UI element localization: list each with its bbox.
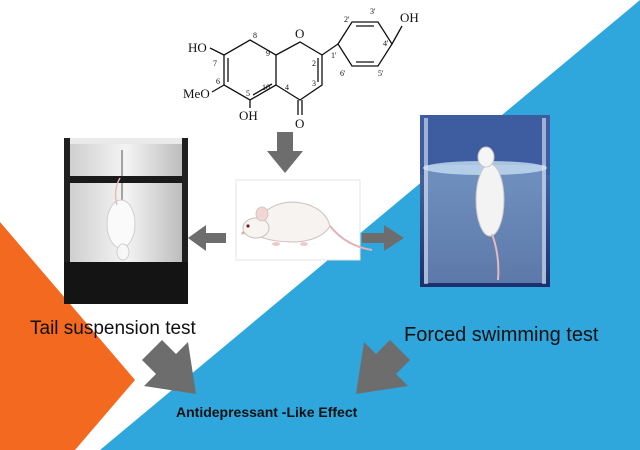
- atom-number: 5: [246, 89, 250, 98]
- chemical-structure: [209, 21, 403, 115]
- background-blue-triangle: [100, 0, 640, 450]
- carbonyl-oxygen: O: [295, 116, 304, 131]
- atom-number: 8: [253, 31, 257, 40]
- atom-number: 2: [312, 59, 316, 68]
- atom-number: 3: [312, 79, 316, 88]
- atom-number: 4: [285, 83, 289, 92]
- ring-oxygen: O: [295, 26, 304, 41]
- atom-number: 1': [331, 51, 337, 60]
- atom-number: 9: [266, 49, 270, 58]
- antidepressant-effect-label: Antidepressant -Like Effect: [176, 404, 358, 420]
- atom-number: 6': [340, 69, 346, 78]
- forced-swimming-label: Forced swimming test: [404, 324, 599, 346]
- mouse-photo: [235, 179, 373, 261]
- background-orange-triangle: [0, 222, 135, 450]
- oh-group-4-prime: OH: [400, 10, 419, 25]
- arrow-tail-suspension-to-effect: [142, 340, 196, 394]
- atom-number: 4': [383, 39, 389, 48]
- arrow-molecule-to-mouse: [267, 132, 303, 173]
- arrow-mouse-to-tail-suspension: [188, 225, 226, 251]
- arrow-mouse-to-forced-swimming: [362, 225, 404, 251]
- atom-number: 7: [213, 59, 217, 68]
- tail-suspension-label: Tail suspension test: [30, 318, 196, 339]
- atom-number: 2': [344, 15, 350, 24]
- atom-number: 3': [370, 7, 376, 16]
- atom-number: 6: [216, 77, 220, 86]
- forced-swimming-photo: [420, 115, 550, 287]
- atom-number: 5': [378, 69, 384, 78]
- arrow-forced-swimming-to-effect: [356, 340, 410, 394]
- ho-group-7: HO: [188, 40, 207, 55]
- oh-group-5: OH: [239, 108, 258, 123]
- meo-group-6: MeO: [183, 86, 210, 101]
- atom-number: 10: [262, 83, 270, 92]
- tail-suspension-photo: [64, 138, 188, 304]
